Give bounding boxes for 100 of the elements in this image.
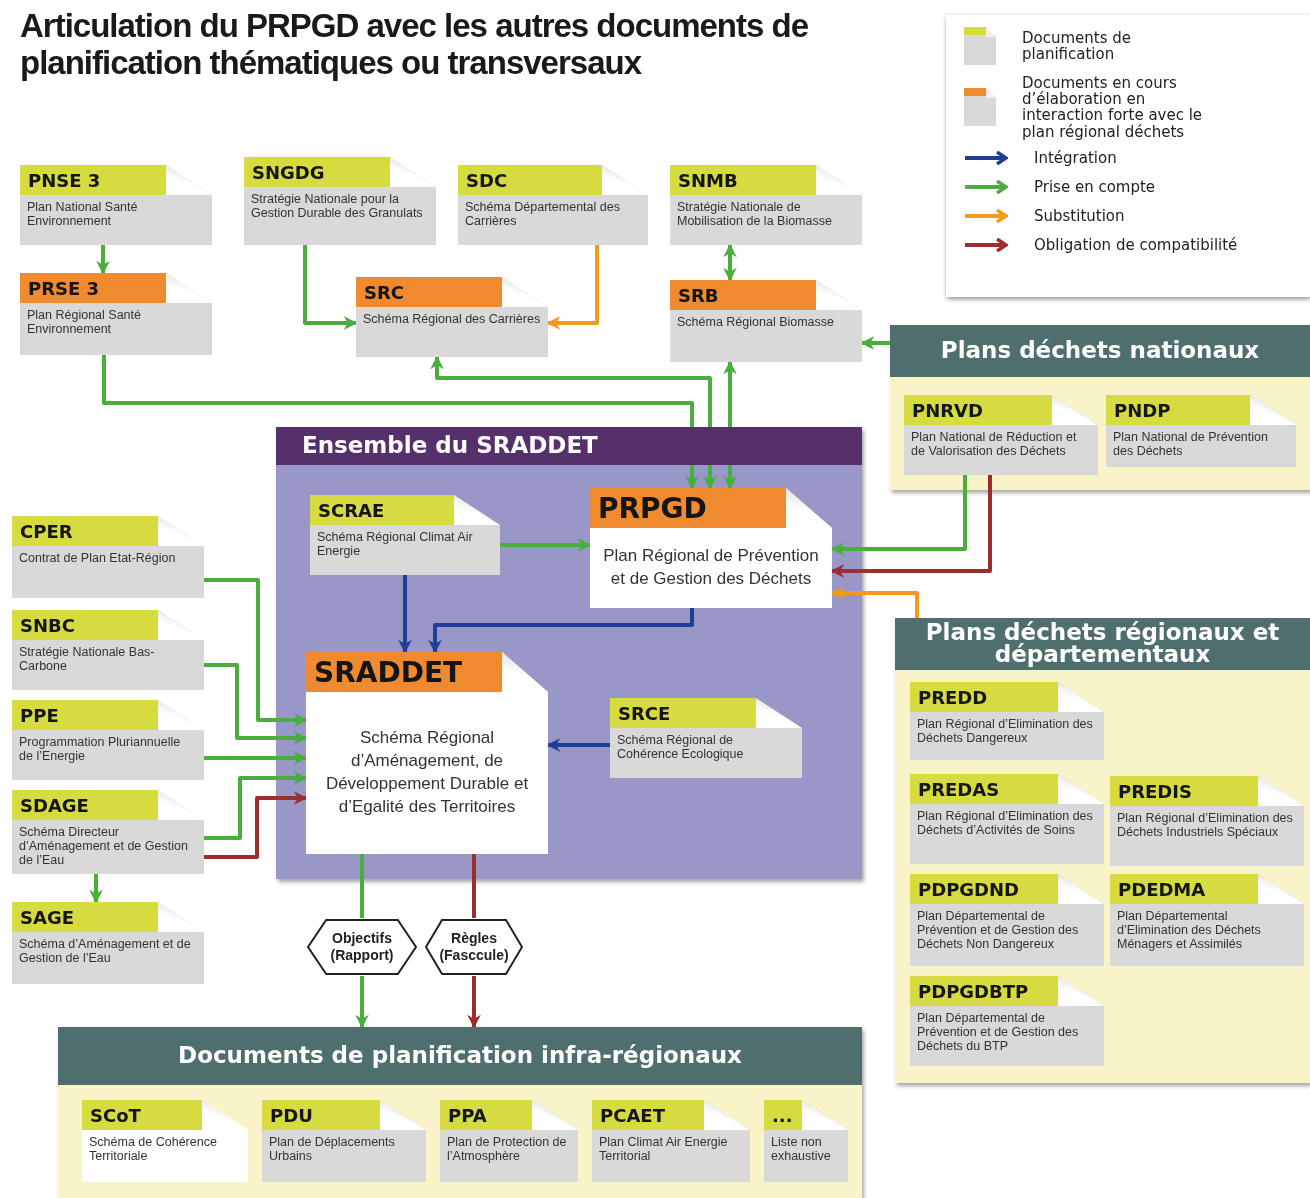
arrow [204, 791, 308, 859]
arrow [204, 663, 308, 745]
legend-label: Obligation de compatibilité [1034, 237, 1238, 254]
document-code: SCRAE [310, 495, 454, 525]
group-panel [890, 325, 1310, 490]
document-card [1110, 776, 1304, 866]
document-title: Plan Climat Air Energie Territorial [598, 1134, 729, 1166]
document-code: PNDP [1106, 395, 1250, 425]
arrow [204, 578, 308, 727]
arrow [355, 976, 369, 1029]
document-card [1106, 395, 1296, 467]
legend-label: Documents en cours d’élaboration en interaction forte avec le plan régional déchets [1022, 75, 1204, 140]
document-card [592, 1100, 750, 1182]
document-card [12, 516, 204, 598]
document-title: Schéma Départemental des Carrières [464, 199, 621, 231]
document-code: SRC [356, 277, 502, 307]
document-card [910, 774, 1104, 864]
arrow [96, 245, 110, 275]
document-code: PDU [262, 1100, 380, 1130]
arrow [723, 243, 737, 282]
document-code: PRSE 3 [20, 273, 166, 303]
document-code: SRCE [610, 698, 756, 728]
document-title: Plan de Protection de l’Atmosphère [446, 1134, 568, 1166]
document-title: Contrat de Plan Etat-Région [18, 550, 177, 567]
document-code: PREDD [910, 682, 1058, 712]
group-header: Ensemble du SRADDET [276, 427, 862, 465]
arrow [860, 336, 890, 350]
document-card [670, 280, 862, 362]
document-title: Plan Régional de Prévention et de Gestion des Déchets [602, 545, 820, 590]
document-title: Plan Départemental d’Elimination des Déchets Ménagers et Assimilés [1116, 908, 1262, 954]
document-title: Plan National de Prévention des Déchets [1112, 429, 1269, 461]
document-card [458, 165, 648, 245]
document-title: Plan Régional d’Elimination des Déchets Industriels Spéciaux [1116, 810, 1294, 842]
document-code: PDPGDND [910, 874, 1058, 904]
document-title: Stratégie Nationale Bas-Carbone [18, 644, 156, 676]
arrow [500, 538, 592, 552]
document-card [910, 682, 1104, 760]
document-card [440, 1100, 578, 1182]
document-title: Plan Régional d’Elimination des Déchets d’Activités de Soins [916, 808, 1094, 840]
hexagon-label: Objectifs (Rapport) [329, 930, 395, 964]
document-code: PPE [12, 700, 158, 730]
document-code: PDEDMA [1110, 874, 1258, 904]
arrow [204, 771, 308, 840]
document-code: PPA [440, 1100, 532, 1130]
document-title: Schéma Régional de Cohérence Ecologique [616, 732, 745, 764]
document-title: Plan Départemental de Prévention et de Gestion des Déchets du BTP [916, 1010, 1080, 1056]
document-title: Stratégie Nationale pour la Gestion Durable des Granulats [250, 191, 424, 223]
arrow [204, 751, 308, 765]
document-card [82, 1100, 248, 1182]
hexagon-label: Règles (Fasccule) [439, 930, 509, 964]
document-card [12, 700, 204, 780]
document-code: PCAET [592, 1100, 704, 1130]
document-code: PREDAS [910, 774, 1058, 804]
document-card [12, 902, 204, 984]
arrow [398, 575, 412, 654]
document-card [910, 976, 1104, 1066]
document-code: SNMB [670, 165, 816, 195]
group-panel [276, 427, 862, 879]
document-code: SDC [458, 165, 602, 195]
group-header: Plans déchets nationaux [890, 325, 1310, 377]
document-code: PRPGD [590, 488, 786, 528]
legend-label: Prise en compte [1034, 178, 1156, 196]
document-code: SAGE [12, 902, 158, 932]
document-card [590, 488, 832, 608]
document-title: Plan Départemental de Prévention et de Gestion des Déchets Non Dangereux [916, 908, 1080, 954]
document-card [262, 1100, 426, 1182]
document-code: PDPGDBTP [910, 976, 1058, 1006]
document-title: Schéma de Cohérence Territoriale [88, 1134, 218, 1166]
diagram-title: Articulation du PRPGD avec les autres documents de planification thématiques ou transversaux [20, 8, 810, 82]
legend-label: Substitution [1034, 208, 1125, 225]
document-card [20, 165, 212, 245]
arrow [428, 608, 694, 654]
document-card [610, 698, 802, 778]
document-title: Schéma Régional d’Aménagement, de Développement Durable et d’Egalité des Territoires [324, 727, 530, 818]
document-code: CPER [12, 516, 158, 546]
document-card [12, 610, 204, 690]
document-title: Schéma Directeur d’Aménagement et de Gestion de l’Eau [18, 824, 189, 870]
document-title: Plan National Santé Environnement [26, 199, 139, 231]
legend-label: Documents de planification [1022, 29, 1133, 63]
arrow [467, 976, 481, 1029]
document-card [910, 874, 1104, 966]
document-title: Programmation Pluriannuelle de l’Energie [18, 734, 182, 766]
document-code: SDAGE [12, 790, 158, 820]
document-card [1110, 874, 1304, 966]
group-header: Plans déchets régionaux et départementaux [895, 618, 1310, 670]
document-card [356, 277, 548, 357]
arrow [430, 355, 717, 490]
group-panel [58, 1027, 862, 1198]
document-code: PNRVD [904, 395, 1052, 425]
document-card [244, 157, 436, 245]
document-code: SRB [670, 280, 816, 310]
arrow [102, 355, 699, 490]
document-title: Schéma Régional Climat Air Energie [316, 529, 474, 561]
document-code: SNGDG [244, 157, 390, 187]
document-card [764, 1100, 848, 1182]
document-title: Plan de Déplacements Urbains [268, 1134, 396, 1166]
document-title: Schéma d’Aménagement et de Gestion de l’Eau [18, 936, 192, 968]
document-title: Plan Régional Santé Environnement [26, 307, 142, 339]
document-card [306, 652, 548, 854]
document-title: Schéma Régional Biomasse [676, 314, 836, 331]
